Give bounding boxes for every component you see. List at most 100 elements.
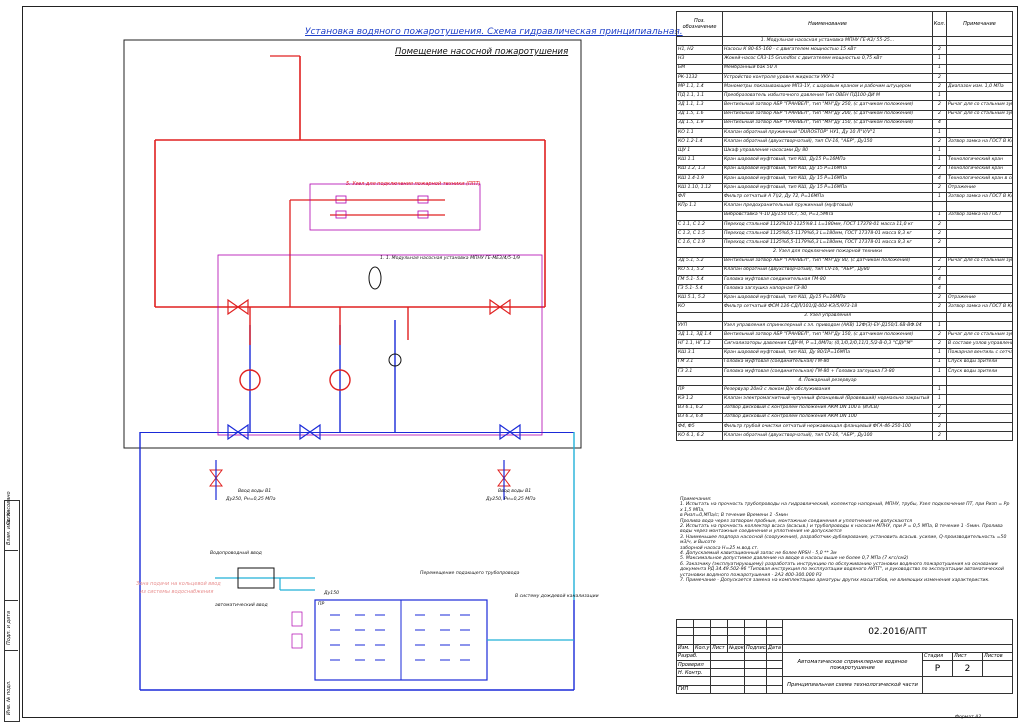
spec-pos: Н1, Н2 bbox=[676, 45, 723, 56]
note-line: заборной насоса Н=25 м.вод.ст. bbox=[680, 545, 759, 551]
header-valves bbox=[227, 298, 511, 316]
spec-note: Спуск воды зрители bbox=[946, 357, 1013, 368]
project-name: Автоматическое спринклерное водяное пожа… bbox=[782, 651, 923, 678]
spec-pos: КШ 3.1 bbox=[676, 348, 723, 359]
spec-name: Кран шаровой муфтовый, тип КШ, Ду 80/1Р=… bbox=[722, 348, 933, 359]
note-line: воды через монтажные соединения и уплотн… bbox=[680, 529, 842, 535]
spec-pos: КШ 1.4-1.9 bbox=[676, 173, 723, 185]
spec-qty: 1 bbox=[932, 366, 947, 377]
spec-note bbox=[946, 375, 1013, 387]
stage-value: Р bbox=[922, 659, 953, 678]
spec-note: Рычаг для со стальным зубчатым сектором bbox=[946, 329, 1013, 341]
side-divider bbox=[4, 650, 18, 651]
spec-qty: 2 bbox=[932, 182, 947, 194]
spec-pos: УУП bbox=[676, 320, 723, 332]
spec-name: Кран шаровой муфтовый, тип КШ, Ду15 Р=16… bbox=[722, 155, 933, 166]
spec-pos: ПД 1.1, 1.1 bbox=[676, 91, 723, 102]
spec-name: Фильтр сетчатый ФСМ 126-СДЛ/101/Д-002-КЗ… bbox=[722, 302, 933, 313]
spec-qty: 2 bbox=[932, 302, 947, 313]
spec-note: Диапазон изм. 1,0 МПа bbox=[946, 81, 1013, 93]
spec-name: Переход стальной 1125%6,5-1179%6,3 L=180… bbox=[722, 228, 933, 240]
spec-pos bbox=[676, 375, 723, 387]
spec-pos: КШ 1.10, 1.12 bbox=[676, 182, 723, 194]
sheet-title: Принципиальная схема технологической час… bbox=[782, 676, 923, 694]
spec-name: Головка заглушка напорная ГЗ-80 bbox=[722, 284, 933, 295]
sheets-label: Листов bbox=[981, 651, 1014, 661]
float-valve-box bbox=[237, 567, 275, 589]
spec-name: Вентильный затвор АБР "ГРАНВЕЛ", тип "МН… bbox=[722, 329, 933, 341]
spec-qty: 2 bbox=[932, 228, 947, 240]
spec-qty: 1 bbox=[932, 146, 947, 157]
spec-note bbox=[946, 394, 1013, 405]
spec-name: Резервуар 20м3 с люком Д/н обслуживания bbox=[722, 385, 933, 396]
inlet-left-pressure: Ду250, Рн=0,25 МПа bbox=[226, 497, 276, 502]
spec-name: Кран шаровой муфтовый, тип КШ, Ду15 Р=16… bbox=[722, 293, 933, 304]
spec-qty: 2 bbox=[932, 164, 947, 175]
stamp-header-cell: Изм. bbox=[676, 643, 694, 653]
spec-qty: 2 bbox=[932, 81, 947, 93]
spec-name: Кран шаровой муфтовый, тип КШ, Ду 15 Р=1… bbox=[722, 164, 933, 175]
spec-col-qty: Кол. bbox=[932, 11, 947, 37]
spec-pos bbox=[676, 247, 723, 258]
note-line: в Ризп=0,МПа/с; В течение Времени 1 -5ми… bbox=[680, 513, 788, 519]
spec-name: Устройство контроля уровня жидкости УКУ-… bbox=[722, 72, 933, 83]
spec-note: Отражение bbox=[946, 293, 1013, 304]
pipe-note-label: Перемещение подающего трубопровода bbox=[420, 571, 520, 576]
spec-qty bbox=[932, 311, 947, 322]
spec-pos: КШ 1.1 bbox=[676, 155, 723, 166]
spec-name: Насосы К 80-65-160 - с двигателем мощнос… bbox=[722, 45, 933, 56]
spec-qty: 1 bbox=[932, 155, 947, 166]
spec-qty bbox=[932, 247, 947, 258]
spec-col-pos: Поз. обозначение bbox=[676, 11, 723, 37]
ppt-unit-label: 5. Узел для подключения пожарной техники… bbox=[346, 181, 481, 187]
inlet-right-pressure: Ду250, Рн=0,25 МПа bbox=[486, 497, 536, 502]
note-line: установки водяного пожаротушения - 2А3 4… bbox=[680, 572, 822, 578]
spec-note: Отражение bbox=[946, 182, 1013, 194]
hydraulic-diagram bbox=[123, 39, 582, 691]
spec-pos: КШ 5.1, 5.2 bbox=[676, 293, 723, 304]
spec-qty: 1 bbox=[932, 385, 947, 396]
spec-pos: С 1.1, С 1.2 bbox=[676, 219, 723, 230]
spec-qty: 4 bbox=[932, 173, 947, 185]
spec-note bbox=[946, 311, 1013, 322]
spec-name: Вибровставка Ч-10 Ду150 ОСТ, 50, Р=1,5МП… bbox=[722, 210, 933, 221]
spec-note bbox=[946, 118, 1013, 129]
inlet-right-label: Ввод воды В1 bbox=[498, 489, 532, 494]
spec-pos: ЗД 5.1, 5.2 bbox=[676, 256, 723, 267]
spec-qty: 1 bbox=[932, 192, 947, 203]
level-sensors bbox=[291, 611, 303, 649]
spec-qty: 2 bbox=[932, 109, 947, 120]
spec-pos: Ф4, Ф5 bbox=[676, 421, 723, 433]
spec-note bbox=[946, 35, 1013, 47]
spec-qty: 2 bbox=[932, 421, 947, 433]
spec-pos: КО 6.1, 6.2 bbox=[676, 431, 723, 442]
spec-pos: ФЛ bbox=[676, 192, 723, 203]
spec-qty: 2 bbox=[932, 100, 947, 111]
spec-name: 2. Узел для подключения пожарной техники bbox=[722, 247, 933, 258]
spec-note bbox=[946, 201, 1013, 212]
spec-pos: ЗД 1.5, 1.9 bbox=[676, 118, 723, 129]
spec-note: Спуск воды зрители bbox=[946, 366, 1013, 377]
spec-qty: 2 bbox=[932, 293, 947, 304]
note-line: документа РД 34.49.502-96 "Типовая инстр… bbox=[680, 567, 1004, 573]
spec-note: В составе узлов управления bbox=[946, 339, 1013, 350]
spec-name: 4. Пожарный резервуар bbox=[722, 375, 933, 387]
inlet-valves bbox=[209, 469, 511, 487]
spec-name: Кран шаровой муфтовый, тип КШ, Ду 15 Р=1… bbox=[722, 173, 933, 185]
stamp-header-cell: №док. bbox=[727, 643, 745, 653]
spec-pos: КШ 1.2, 1.3 bbox=[676, 164, 723, 175]
